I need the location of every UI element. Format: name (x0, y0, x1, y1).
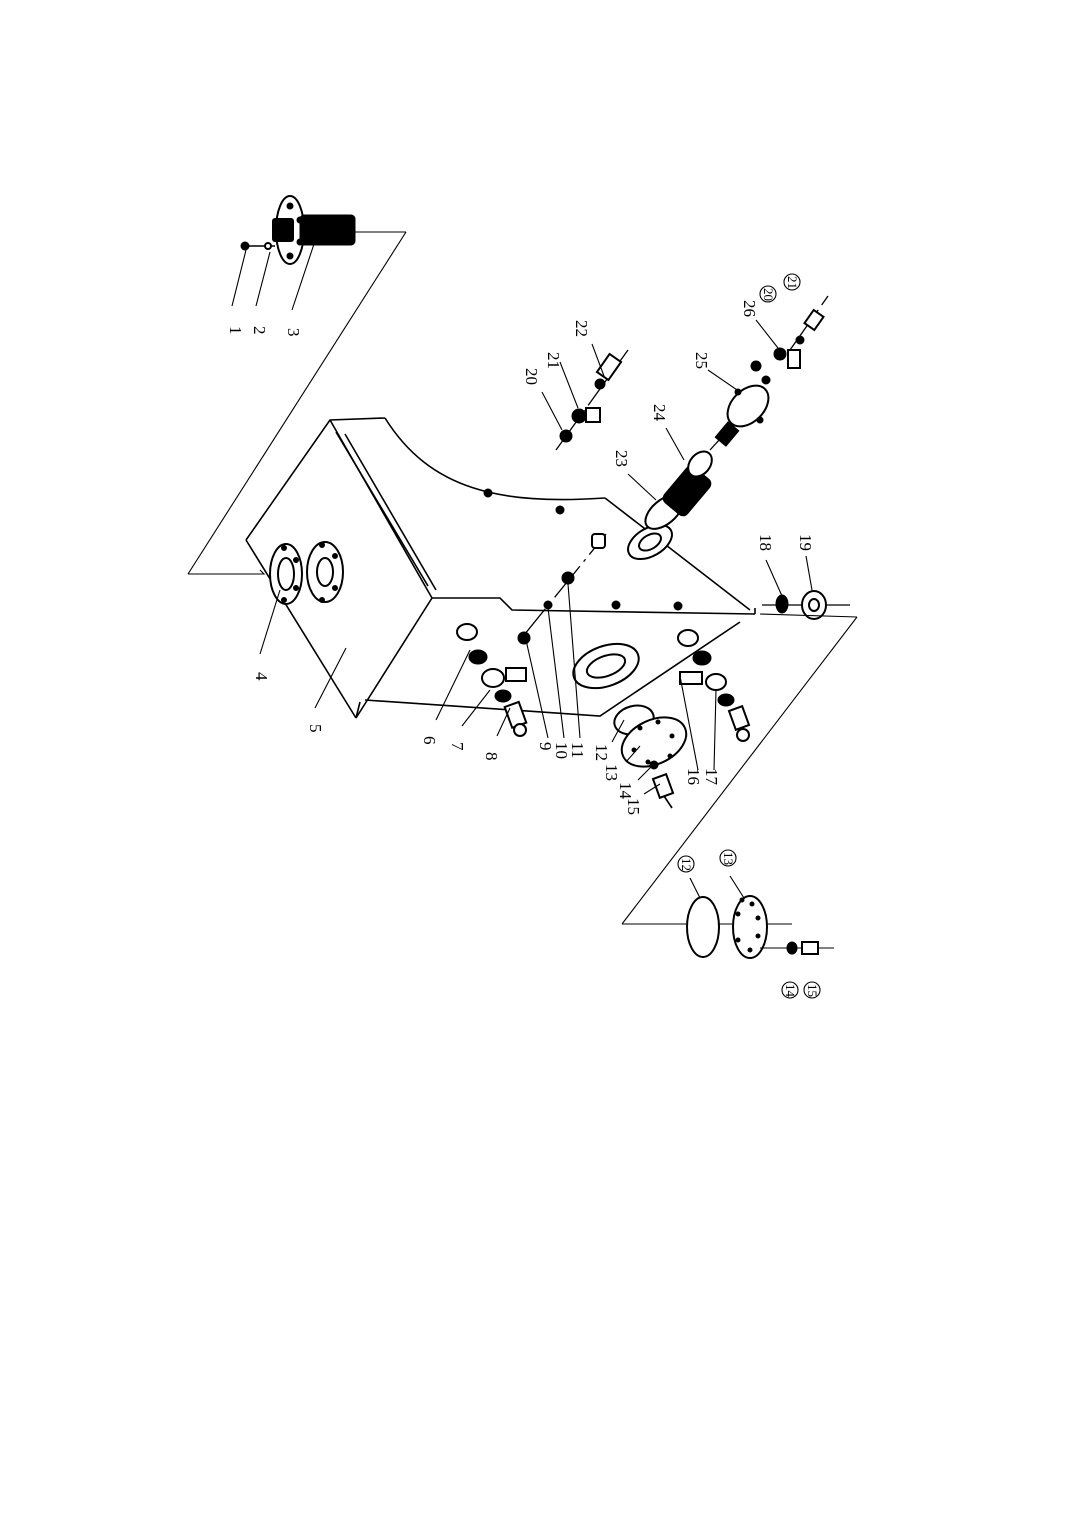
rear-opening (627, 523, 673, 561)
label-15: 15 (624, 798, 643, 815)
label-24: 24 (650, 404, 669, 422)
circled-label-14: 14 (781, 981, 799, 999)
circled-label-15: 15 (803, 981, 821, 999)
detail-bracket-bottom (621, 613, 858, 959)
label-7: 7 (448, 742, 467, 751)
cover-plate-group (613, 704, 688, 809)
leader-lines (231, 243, 813, 899)
label-12: 12 (592, 744, 611, 761)
label-16: 16 (684, 768, 703, 785)
front-inspection-opening (572, 642, 640, 690)
circled-label-20: 20 (759, 285, 777, 303)
top-flange-front (269, 543, 303, 605)
tank-body (245, 417, 756, 719)
circled-label-13: 13 (719, 849, 737, 867)
label-18: 18 (756, 534, 775, 551)
label-23: 23 (612, 450, 631, 467)
svg-text:14: 14 (783, 984, 798, 998)
label-8: 8 (482, 752, 501, 761)
label-5: 5 (306, 724, 325, 733)
label-4: 4 (252, 672, 271, 681)
svg-text:12: 12 (679, 858, 694, 871)
filter-assembly-23-26 (644, 295, 829, 530)
label-2: 2 (250, 326, 269, 335)
label-19: 19 (796, 534, 815, 551)
label-13: 13 (602, 764, 621, 781)
label-26: 26 (740, 300, 759, 317)
svg-text:21: 21 (785, 276, 800, 289)
svg-text:15: 15 (805, 984, 820, 997)
label-17: 17 (702, 768, 721, 786)
label-3: 3 (284, 328, 303, 337)
fitting-left-6 (456, 623, 528, 737)
label-21: 21 (544, 352, 563, 369)
filler-neck-assembly (272, 195, 356, 265)
label-20: 20 (522, 368, 541, 385)
drain-group (517, 533, 607, 645)
label-6: 6 (420, 736, 439, 745)
detail-bracket-top-diag (187, 231, 407, 575)
detail-bracket-top (188, 569, 266, 575)
screw-washer-1 (240, 241, 275, 251)
label-22: 22 (572, 320, 591, 337)
top-flange-rear (306, 541, 344, 603)
circled-label-21: 21 (783, 273, 801, 291)
label-11: 11 (568, 742, 587, 758)
label-1: 1 (226, 326, 245, 335)
fitting-right-16 (677, 629, 751, 742)
sensor-20-22 (555, 349, 629, 451)
svg-text:20: 20 (761, 288, 776, 301)
label-9: 9 (536, 742, 555, 751)
circled-label-12: 12 (677, 855, 695, 873)
label-10: 10 (552, 742, 571, 759)
drain-plug-18-19 (762, 590, 850, 620)
svg-text:13: 13 (721, 852, 736, 865)
label-14: 14 (616, 782, 635, 800)
label-25: 25 (692, 352, 711, 369)
